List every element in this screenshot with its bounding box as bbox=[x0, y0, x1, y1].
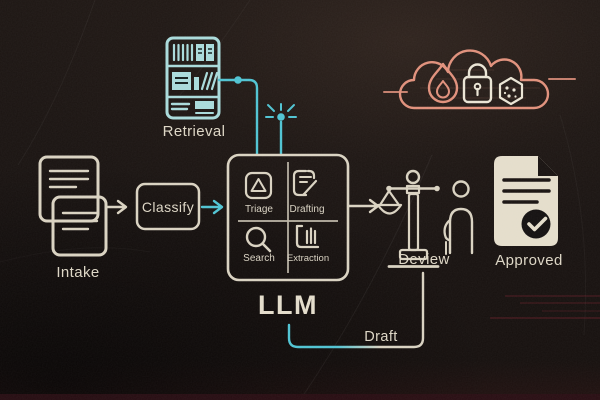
background-texture bbox=[0, 0, 600, 400]
workflow-diagram: Retrieval bbox=[0, 0, 600, 400]
diagram-canvas: Retrieval bbox=[0, 0, 600, 400]
